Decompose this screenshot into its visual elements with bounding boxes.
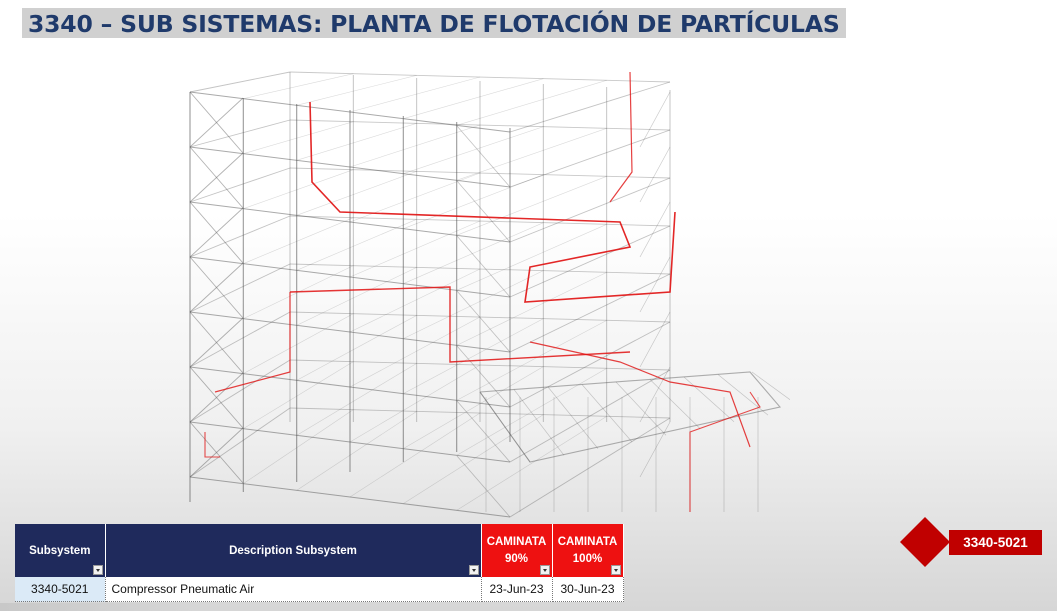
table-row: 3340-5021 Compressor Pneumatic Air 23-Ju…	[15, 577, 624, 602]
header-caminata-90-line1: CAMINATA	[486, 535, 547, 548]
page-title: 3340 – SUB SISTEMAS: PLANTA DE FLOTACIÓN…	[22, 8, 846, 38]
cell-caminata-90-date: 23-Jun-23	[481, 577, 553, 602]
subsystem-table: Subsystem Description Subsystem CAMINATA…	[15, 524, 624, 602]
header-description: Description Subsystem	[105, 524, 482, 577]
header-description-label: Description Subsystem	[229, 544, 357, 557]
cell-caminata-100-date: 30-Jun-23	[552, 577, 624, 602]
header-caminata-90: CAMINATA 90%	[481, 524, 553, 577]
red-diamond-icon	[900, 517, 950, 567]
header-caminata-100-line1: CAMINATA	[557, 535, 618, 548]
header-caminata-100-line2: 100%	[572, 552, 603, 565]
header-subsystem: Subsystem	[15, 524, 106, 577]
cell-subsystem-code: 3340-5021	[15, 577, 106, 602]
cell-description: Compressor Pneumatic Air	[105, 577, 482, 602]
header-caminata-100: CAMINATA 100%	[552, 524, 624, 577]
filter-dropdown-icon[interactable]	[468, 565, 479, 575]
footer-decoration	[0, 603, 200, 611]
table-header-row: Subsystem Description Subsystem CAMINATA…	[15, 524, 624, 577]
filter-dropdown-icon[interactable]	[92, 565, 103, 575]
subsystem-code-badge: 3340-5021	[949, 530, 1042, 555]
header-subsystem-label: Subsystem	[29, 544, 91, 557]
header-caminata-90-line2: 90%	[504, 552, 529, 565]
filter-dropdown-icon[interactable]	[610, 565, 621, 575]
structure-3d-model-image	[150, 62, 790, 532]
filter-dropdown-icon[interactable]	[539, 565, 550, 575]
